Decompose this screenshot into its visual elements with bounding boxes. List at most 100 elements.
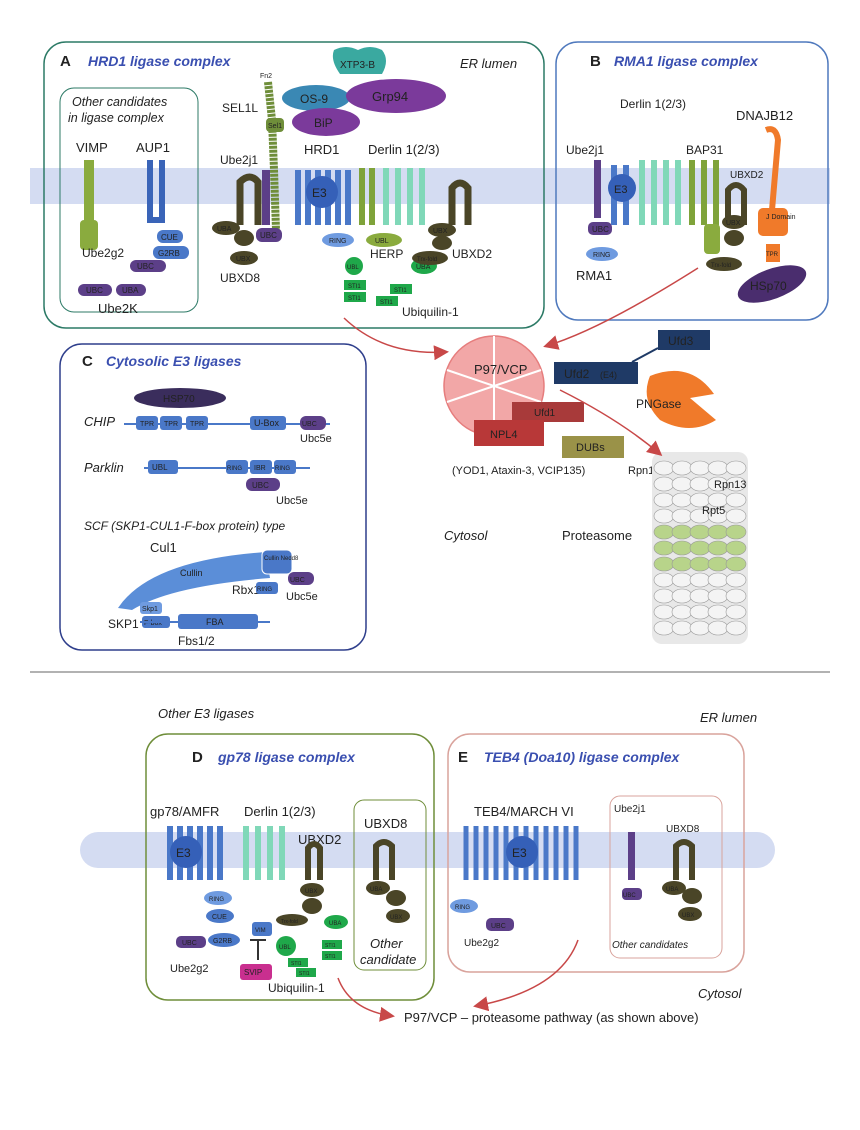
scf-label: SCF (SKP1-CUL1-F-box protein) type [84, 519, 286, 533]
sti1-d3: STI1 [291, 961, 302, 967]
ubc-label-e2: UBC [623, 893, 636, 899]
herp-label: HERP [370, 247, 403, 261]
ufd2-label: Ufd2 [564, 367, 590, 381]
proteasome-subunit [671, 540, 693, 556]
proteasome-subunit [653, 460, 675, 476]
hsp70c-label: HSP70 [163, 394, 195, 405]
ubiquilin-label-a: Ubiquilin-1 [402, 305, 459, 319]
ubx-label-b: UBX [726, 220, 741, 227]
e3-label-d: E3 [176, 846, 191, 860]
ubx-label-a1: UBX [236, 256, 251, 263]
chip-tpr2: TPR [164, 421, 178, 428]
ubc-label-a3: UBC [260, 231, 277, 240]
sel1-label: Sel1 [268, 123, 282, 130]
proteasome-subunit [725, 524, 747, 540]
proteasome-subunit [653, 492, 675, 508]
uba-label-d2: UBA [370, 887, 382, 893]
proteasome-subunit [725, 620, 747, 636]
proteasome-subunit [707, 540, 729, 556]
ubx-label-d1: UBX [305, 889, 317, 895]
ubc-label-a1: UBC [137, 262, 154, 271]
svip-label: SVIP [244, 968, 262, 977]
nedd8-label: Cullin Nedd8 [264, 556, 299, 562]
panel-c-title: Cytosolic E3 ligases [106, 353, 242, 369]
proteasome-subunit [653, 524, 675, 540]
ubc-label-e: UBC [491, 923, 506, 930]
proteasome-subunit [689, 572, 711, 588]
jdomain-label: J Domain [766, 214, 796, 221]
proteasome-stack: Rpn13 Rpt5 [652, 452, 748, 644]
p97-label: P97/VCP [474, 362, 527, 377]
chip-ubc: UBC [302, 421, 317, 428]
panel-d: D gp78 ligase complex UBXD8 gp78/AMFR De… [145, 733, 435, 1001]
proteasome-subunit [725, 556, 747, 572]
parklin-ubl: UBL [152, 463, 168, 472]
ube2j1-helix-a [262, 170, 270, 225]
uba-label-a3: UBA [416, 264, 431, 271]
vimp-label: VIMP [76, 140, 108, 155]
ubxd8-hairpin-a [236, 173, 262, 225]
proteasome-subunit [671, 492, 693, 508]
bip-label: BiP [314, 116, 333, 130]
panel-a-title: HRD1 ligase complex [88, 53, 232, 69]
bip-shape [292, 108, 360, 136]
uba-label-a2: UBA [217, 226, 232, 233]
trx-label-b: Trx-fold [711, 263, 731, 269]
parklin-ring2: RING [275, 466, 290, 472]
sti1-d2: STI1 [325, 954, 336, 960]
pngase-label: PNGase [636, 397, 682, 411]
ubx-label-d2: UBX [390, 915, 402, 921]
ube2j1-label-e: Ube2j1 [614, 804, 646, 815]
proteasome-subunit [689, 588, 711, 604]
cullin-label: Cullin [180, 568, 203, 578]
panel-d-letter: D [192, 749, 203, 766]
proteasome-label: Proteasome [562, 528, 632, 543]
ubx-label-e: UBX [682, 913, 694, 919]
ubx-label-a2: UBX [433, 228, 448, 235]
ubc5e-label-2: Ubc5e [276, 495, 308, 507]
cullin-shape [118, 552, 270, 610]
proteasome-subunit [707, 460, 729, 476]
ube2g2-label-d: Ube2g2 [170, 963, 209, 975]
uba-label-e: UBA [666, 887, 678, 893]
trx-label-d: Trx-fold [281, 919, 298, 925]
tpr-label-b: TPR [766, 252, 779, 258]
xtp3b-label: XTP3-B [340, 60, 375, 71]
other-e3-label: Other E3 ligases [158, 706, 255, 721]
proteasome-subunit [671, 588, 693, 604]
proteasome-subunit [671, 460, 693, 476]
cue-label-d: CUE [212, 914, 227, 921]
panel-e-title: TEB4 (Doa10) ligase complex [484, 749, 681, 765]
proteasome-subunit [689, 620, 711, 636]
skp1-dom: Skp1 [142, 606, 158, 613]
candidates-title-2: in ligase complex [68, 111, 165, 125]
ring-label-d: RING [209, 897, 224, 903]
cue-label-a: CUE [161, 233, 178, 242]
ubc5e-label-1: Ubc5e [300, 433, 332, 445]
ubl-label-d: UBL [279, 945, 291, 951]
ube2j1-label-a: Ube2j1 [220, 153, 258, 167]
derlin-label-b: Derlin 1(2/3) [620, 97, 686, 111]
panel-c-letter: C [82, 353, 93, 370]
proteasome-subunit [671, 524, 693, 540]
ubxd8-label-d: UBXD8 [364, 816, 407, 831]
panel-c: C Cytosolic E3 ligases HSP70 CHIP TPR TP… [59, 343, 367, 651]
dubs-list: (YOD1, Ataxin-3, VCIP135) [452, 465, 585, 477]
ubc-label-d: UBC [182, 940, 197, 947]
proteasome-subunit [689, 556, 711, 572]
grp94-label: Grp94 [372, 89, 408, 104]
uba-label-a: UBA [122, 286, 139, 295]
proteasome-subunit [689, 540, 711, 556]
proteasome-subunit [725, 508, 747, 524]
aup1-label: AUP1 [136, 140, 170, 155]
panel-e-letter: E [458, 749, 468, 766]
rbx1-ring: RING [257, 587, 272, 593]
proteasome-subunit [725, 604, 747, 620]
panel-b-letter: B [590, 53, 601, 70]
proteasome-subunit [653, 508, 675, 524]
proteasome-subunit [725, 588, 747, 604]
proteasome-subunit [653, 620, 675, 636]
e4-label: (E4) [600, 370, 617, 380]
arrow-d-to-pathway [337, 977, 395, 1022]
